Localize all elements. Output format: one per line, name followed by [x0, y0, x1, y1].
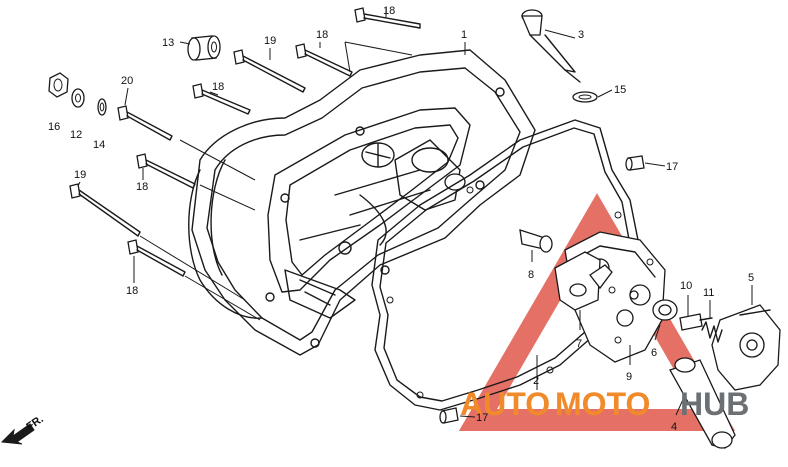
callout-5: 5	[748, 272, 754, 284]
callout-6: 6	[651, 347, 657, 359]
bolt-18-d	[127, 239, 186, 277]
callout-19-left: 19	[74, 169, 86, 181]
callout-11: 11	[703, 287, 714, 299]
callout-18-top: 18	[383, 5, 395, 17]
callout-3: 3	[578, 29, 584, 41]
callout-18-c: 18	[136, 181, 148, 193]
front-direction-indicator: FR.	[0, 413, 46, 445]
oil-level-plug	[521, 9, 581, 83]
bolt-18-b	[192, 83, 251, 115]
seal	[97, 98, 107, 116]
callout-17-top: 17	[666, 161, 678, 173]
o-ring	[572, 91, 598, 103]
dowel-17-bottom	[439, 407, 459, 424]
callout-16: 16	[48, 121, 60, 133]
bolt-18-a	[295, 43, 353, 77]
callout-18-b: 18	[212, 81, 224, 93]
watermark-moto: MOTO	[555, 386, 650, 422]
washer	[71, 88, 85, 108]
callout-12: 12	[70, 129, 82, 141]
spring	[701, 321, 723, 343]
kick-arm	[669, 357, 736, 449]
bolt-18-c	[136, 153, 196, 189]
callouts: 1 2 3 4 5 6 7 8 9 10 11 12 13 14 15 16 1…	[48, 5, 754, 433]
watermark-hub: HUB	[680, 386, 749, 422]
arm-cover	[711, 304, 781, 391]
callout-10: 10	[680, 280, 692, 292]
dowel-pin	[519, 229, 553, 253]
callout-8: 8	[528, 269, 534, 281]
bearing	[187, 35, 221, 61]
callout-15: 15	[614, 84, 626, 96]
callout-1: 1	[461, 29, 467, 41]
callout-14: 14	[93, 139, 105, 151]
front-arrow-icon	[0, 423, 35, 445]
dowel-17-top	[625, 155, 645, 171]
callout-13: 13	[162, 37, 174, 49]
bolt-19-left	[69, 183, 141, 237]
bolt-20	[117, 105, 173, 141]
spindle	[679, 313, 713, 331]
callout-18-a: 18	[316, 29, 328, 41]
callout-18-d: 18	[126, 285, 138, 297]
callout-2: 2	[533, 375, 539, 387]
nut	[48, 72, 69, 98]
watermark-text: AUTO MOTO HUB	[460, 386, 749, 422]
callout-9: 9	[626, 371, 632, 383]
callout-4: 4	[671, 421, 677, 433]
crankcase-cover	[188, 49, 536, 356]
callout-19-top: 19	[264, 35, 276, 47]
watermark-auto: AUTO	[460, 386, 550, 422]
oil-filter-rotor	[554, 231, 678, 363]
callout-20: 20	[121, 75, 133, 87]
bolt-19-top	[233, 49, 306, 93]
callout-17-bottom: 17	[476, 412, 488, 424]
callout-7: 7	[576, 338, 582, 350]
bolt-18-top	[354, 7, 421, 29]
leader-lines	[77, 8, 753, 418]
